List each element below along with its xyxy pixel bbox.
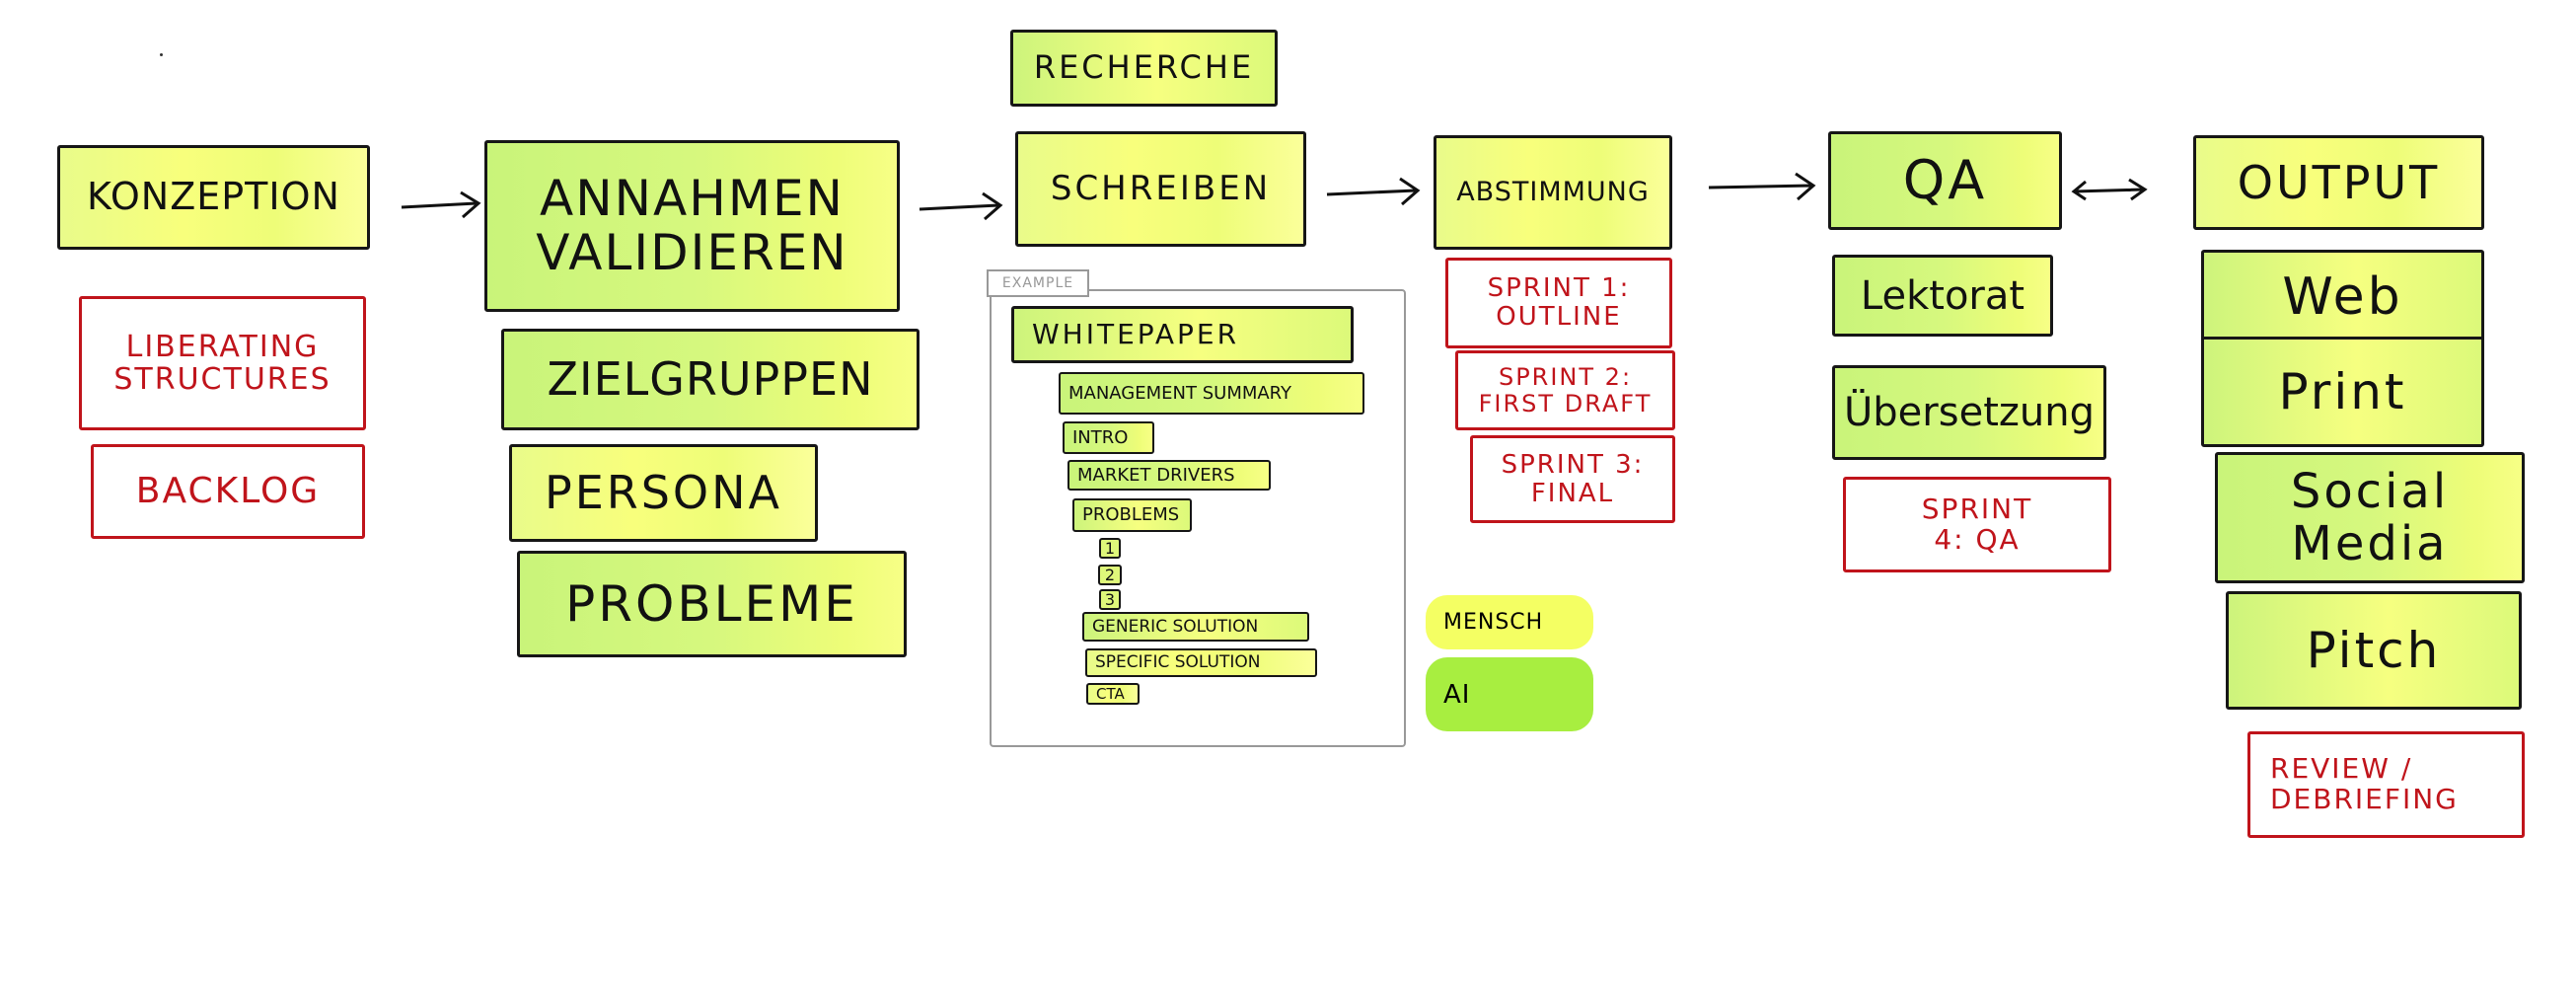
stage-konzeption: KONZEPTION bbox=[57, 145, 370, 250]
arrow-icon bbox=[401, 190, 481, 219]
stage-qa: QA bbox=[1828, 131, 2062, 230]
example-whitepaper: WHITEPAPER bbox=[1011, 306, 1354, 363]
legend-ai: AI bbox=[1426, 657, 1593, 731]
example-management-summary: MANAGEMENT SUMMARY bbox=[1059, 372, 1364, 415]
stage-schreiben: SCHREIBEN bbox=[1015, 131, 1306, 247]
stage-recherche: RECHERCHE bbox=[1010, 30, 1278, 107]
stage-output: OUTPUT bbox=[2193, 135, 2484, 230]
legend-mensch: MENSCH bbox=[1426, 595, 1593, 649]
note-sprint-1: SPRINT 1: OUTLINE bbox=[1445, 258, 1672, 348]
stage-lektorat: Lektorat bbox=[1832, 255, 2053, 337]
stage-web: Web bbox=[2201, 250, 2484, 345]
example-intro: INTRO bbox=[1063, 421, 1154, 454]
stage-persona: PERSONA bbox=[509, 444, 818, 542]
stage-uebersetzung: Übersetzung bbox=[1832, 365, 2106, 460]
stage-zielgruppen: ZIELGRUPPEN bbox=[501, 329, 920, 430]
double-arrow-icon bbox=[2071, 178, 2148, 201]
arrow-icon bbox=[919, 191, 1003, 221]
example-problem-3: 3 bbox=[1099, 589, 1121, 610]
note-sprint-2: SPRINT 2: FIRST DRAFT bbox=[1455, 350, 1675, 430]
arrow-icon bbox=[1708, 172, 1816, 201]
stage-abstimmung: ABSTIMMUNG bbox=[1434, 135, 1672, 250]
example-specific-solution: SPECIFIC SOLUTION bbox=[1085, 648, 1317, 677]
stage-social-media: Social Media bbox=[2215, 452, 2525, 583]
stage-annahmen-validieren: ANNAHMEN VALIDIEREN bbox=[484, 140, 900, 312]
note-review-debriefing: REVIEW / DEBRIEFING bbox=[2247, 731, 2525, 838]
stage-probleme: PROBLEME bbox=[517, 551, 907, 657]
example-problem-2: 2 bbox=[1098, 565, 1122, 585]
note-liberating-structures: LIBERATING STRUCTURES bbox=[79, 296, 366, 430]
example-generic-solution: GENERIC SOLUTION bbox=[1082, 612, 1309, 642]
note-backlog: BACKLOG bbox=[91, 444, 365, 539]
note-sprint-4: SPRINT 4: QA bbox=[1843, 477, 2111, 572]
note-sprint-3: SPRINT 3: FINAL bbox=[1470, 435, 1675, 523]
dot bbox=[160, 53, 163, 56]
stage-pitch: Pitch bbox=[2226, 591, 2522, 710]
stage-print: Print bbox=[2201, 337, 2484, 447]
example-problems: PROBLEMS bbox=[1072, 498, 1192, 532]
example-cta: CTA bbox=[1086, 683, 1140, 705]
example-label: EXAMPLE bbox=[987, 269, 1089, 297]
example-frame bbox=[990, 289, 1406, 747]
arrow-icon bbox=[1326, 177, 1421, 206]
example-market-drivers: MARKET DRIVERS bbox=[1067, 460, 1271, 491]
example-problem-1: 1 bbox=[1099, 538, 1121, 559]
